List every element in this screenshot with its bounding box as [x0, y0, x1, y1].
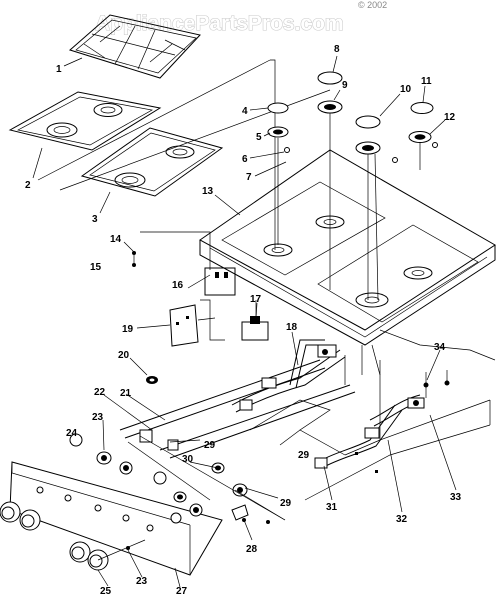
callout-24: 24: [66, 428, 78, 439]
part-burner-pan-left: [8, 91, 162, 151]
callout-23-b: 23: [136, 576, 148, 587]
callout-30: 30: [182, 454, 194, 465]
callout-31: 31: [326, 502, 338, 513]
callout-33: 33: [450, 492, 462, 503]
part-bracket: [204, 267, 236, 296]
part-burner-caps: [267, 71, 438, 301]
callout-29-c: 29: [298, 450, 310, 461]
callout-28: 28: [246, 544, 258, 555]
callout-22: 22: [94, 387, 106, 398]
callout-17: 17: [250, 294, 262, 305]
callout-29-b: 29: [280, 498, 292, 509]
callout-3: 3: [92, 214, 98, 225]
callout-4: 4: [242, 106, 248, 117]
callout-10: 10: [400, 84, 412, 95]
callout-16: 16: [172, 280, 184, 291]
part-orifice: [146, 376, 158, 384]
part-manifold: [119, 339, 356, 459]
part-burner-pan-right: [80, 127, 224, 197]
callout-7: 7: [246, 172, 252, 183]
callout-11: 11: [421, 76, 432, 87]
callout-21: 21: [120, 388, 132, 399]
callout-14: 14: [110, 234, 122, 245]
callout-29-a: 29: [204, 440, 216, 451]
callout-23: 23: [92, 412, 104, 423]
callout-32: 32: [396, 514, 408, 525]
part-cooktop: [199, 149, 496, 346]
callout-15: 15: [90, 262, 102, 273]
callout-13: 13: [202, 186, 214, 197]
callout-5: 5: [256, 132, 262, 143]
callout-1: 1: [56, 64, 62, 75]
callout-27: 27: [176, 586, 188, 597]
watermark: AppliancePartsPros.com: [95, 12, 344, 35]
callout-20: 20: [118, 350, 130, 361]
callout-19: 19: [122, 324, 134, 335]
callout-34: 34: [434, 342, 446, 353]
callout-8: 8: [334, 44, 340, 55]
callout-18: 18: [286, 322, 298, 333]
callout-9: 9: [342, 80, 348, 91]
part-grate: [68, 14, 201, 79]
copyright-text: © 2002: [358, 0, 387, 10]
leader-lines: [32, 55, 457, 588]
part-spark-module: [241, 300, 269, 341]
part-knobs: [0, 501, 146, 571]
part-valves: [69, 429, 286, 524]
part-lower-chassis: [249, 329, 496, 501]
part-mount-bracket: [169, 299, 225, 347]
part-control-panel: [9, 461, 223, 576]
callout-12: 12: [444, 112, 456, 123]
callout-2: 2: [25, 180, 31, 191]
callout-25: 25: [100, 586, 112, 597]
callout-labels: 1 2 3 4 5 6 7 8 9 10 11 12 13 14 15 16 1…: [25, 44, 462, 597]
callout-6: 6: [242, 154, 248, 165]
